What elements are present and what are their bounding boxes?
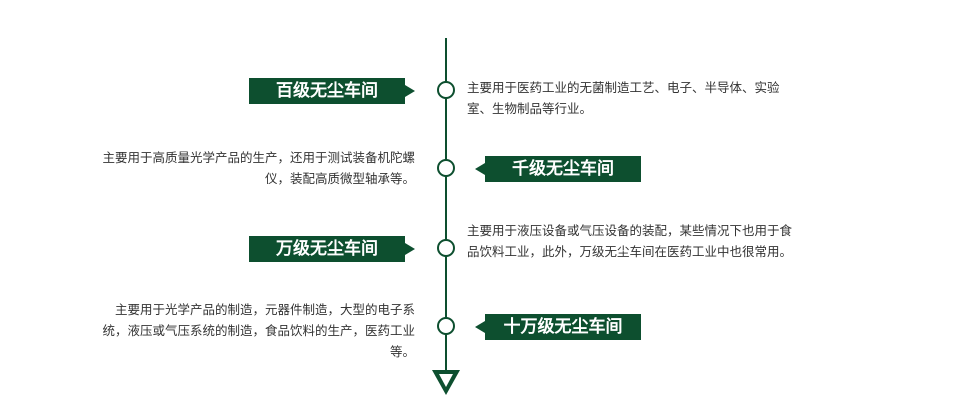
class-100-description: 主要用于医药工业的无菌制造工艺、电子、半导体、实验室、生物制品等行业。 (467, 80, 780, 116)
timeline-line (445, 38, 447, 372)
timeline-node-circle (437, 81, 455, 99)
timeline-node-circle (437, 159, 455, 177)
class-1000-title: 千级无尘车间 (475, 156, 641, 182)
class-10000-description: 主要用于液压设备或气压设备的装配，某些情况下也用于食品饮料工业，此外，万级无尘车… (467, 223, 793, 259)
class-1000-description: 主要用于高质量光学产品的生产，还用于测试装备机陀螺仪，装配高质微型轴承等。 (102, 150, 415, 186)
timeline-end-arrow-icon (432, 370, 460, 395)
timeline-node-circle (437, 239, 455, 257)
class-100000-description: 主要用于光学产品的制造，元器件制造，大型的电子系统，液压或气压系统的制造，食品饮… (102, 302, 415, 359)
class-100-title: 百级无尘车间 (249, 78, 415, 104)
class-10000-title: 万级无尘车间 (249, 236, 415, 262)
timeline-node-circle (437, 317, 455, 335)
class-100000-title: 十万级无尘车间 (475, 314, 641, 340)
